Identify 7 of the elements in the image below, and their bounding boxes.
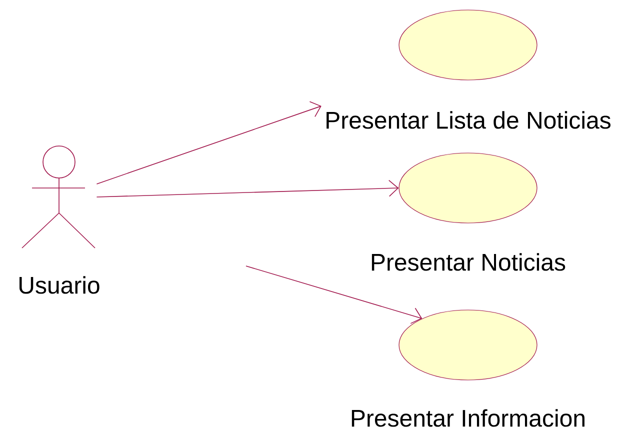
arrow xyxy=(96,180,399,198)
arrow xyxy=(96,101,322,184)
actor-label: Usuario xyxy=(20,276,100,294)
arrow xyxy=(246,266,422,324)
use-case-label: Presentar Noticias xyxy=(372,253,566,271)
use-case-label: Presentar Lista de Noticias xyxy=(326,111,610,129)
use-case-label: Presentar Informacion xyxy=(352,409,584,427)
